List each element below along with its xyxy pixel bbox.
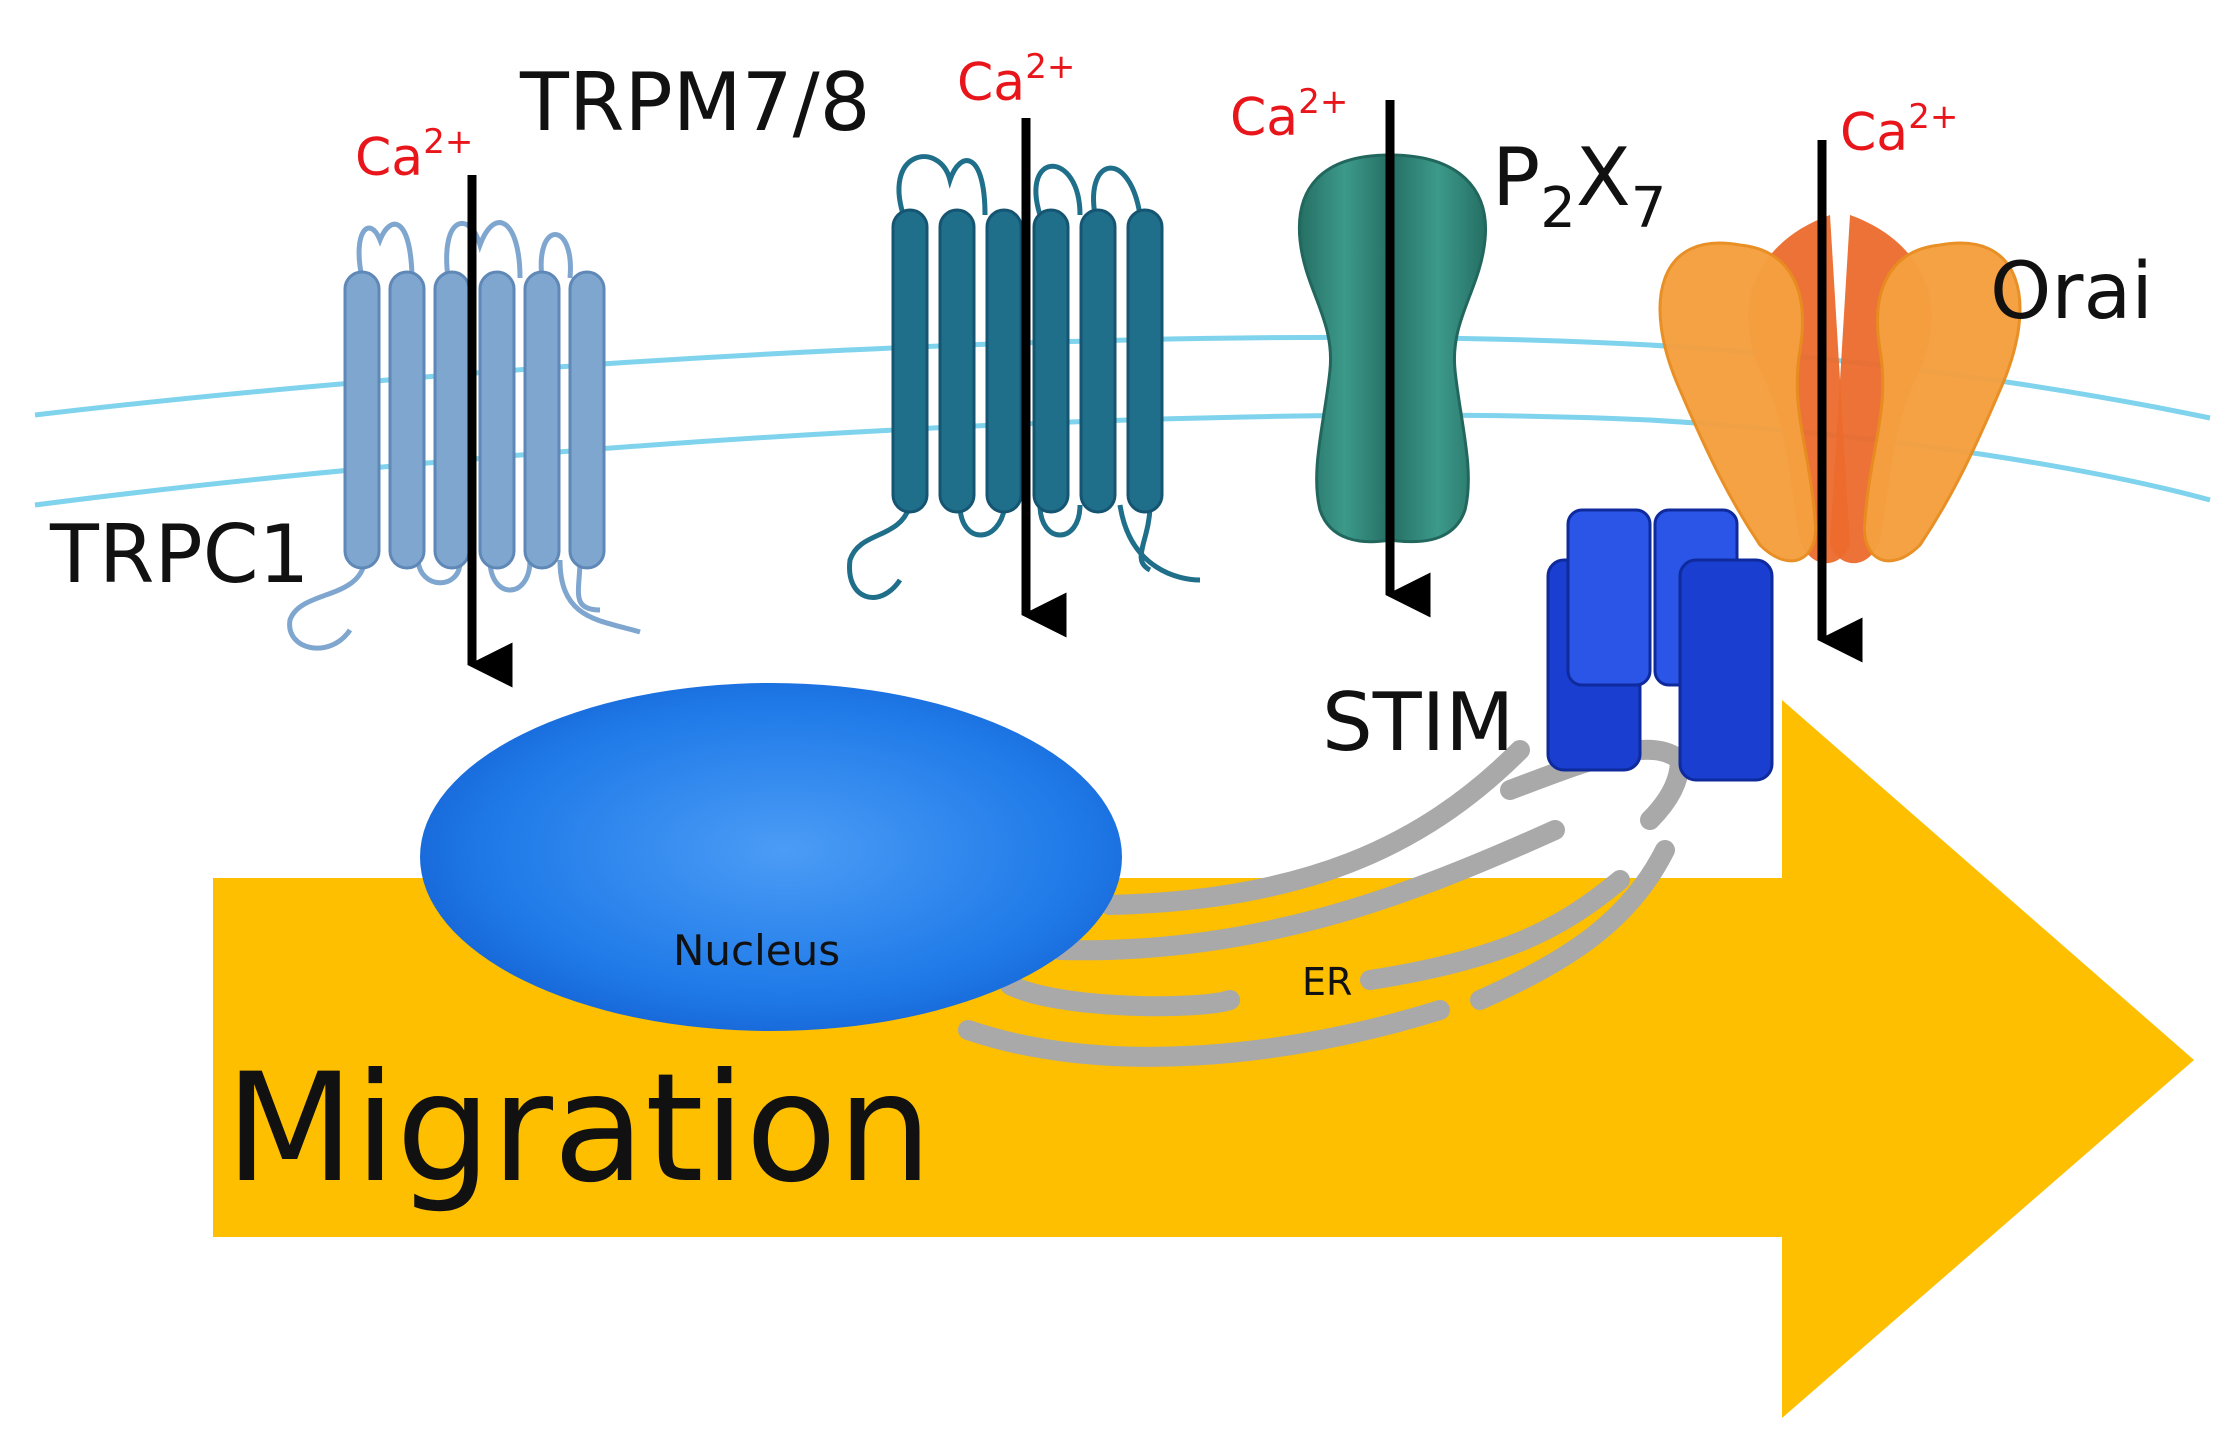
trpm-label: TRPM7/8 xyxy=(519,56,870,149)
migration-label: Migration xyxy=(225,1042,932,1216)
p2x7-label: P2X7 xyxy=(1492,131,1666,241)
calcium-label: Ca2+ xyxy=(355,122,473,188)
p2x7-channel xyxy=(1297,153,1488,544)
orai-label: Orai xyxy=(1990,247,2153,337)
calcium-label: Ca2+ xyxy=(1840,97,1958,163)
trpc1-label: TRPC1 xyxy=(49,508,309,601)
er-membranes xyxy=(958,739,1690,1067)
stim-label: STIM xyxy=(1322,676,1514,769)
stim-protein xyxy=(1546,508,1774,782)
calcium-label: Ca2+ xyxy=(957,47,1075,113)
nucleus-label: Nucleus xyxy=(673,926,840,975)
er-label: ER xyxy=(1302,960,1352,1004)
calcium-label: Ca2+ xyxy=(1230,82,1348,148)
trpc1-channel xyxy=(287,220,641,651)
calcium-flux-arrows xyxy=(467,100,1863,688)
nucleus xyxy=(420,683,1122,1031)
trpm-channel xyxy=(847,154,1201,600)
